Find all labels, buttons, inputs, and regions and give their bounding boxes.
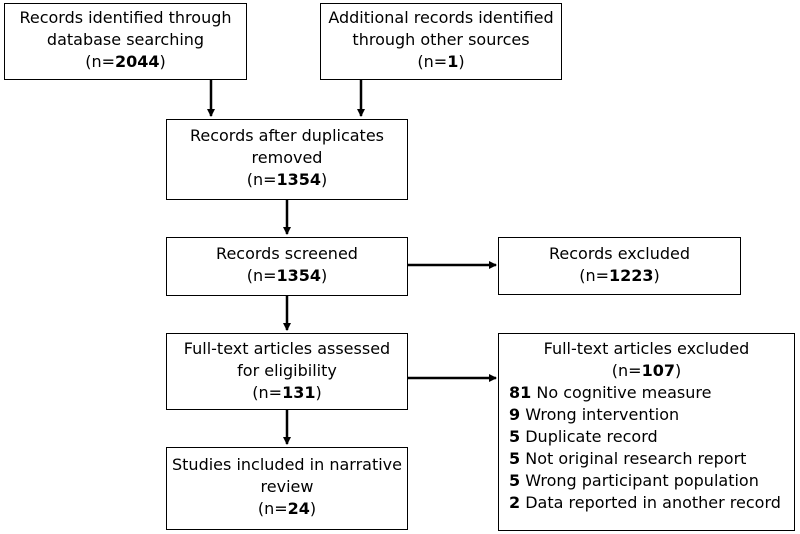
box-fulltext-excluded: Full-text articles excluded (n=107) 81 N… <box>498 333 795 531</box>
box-count: (n=24) <box>257 499 317 518</box>
box-count: (n=1223) <box>579 266 660 285</box>
list-item: 81 No cognitive measure <box>509 383 712 402</box>
box-line: Records excluded <box>549 244 690 263</box>
list-item: 2 Data reported in another record <box>509 493 781 512</box>
box-fulltext-assessed: Full-text articles assessed for eligibil… <box>166 333 408 410</box>
list-item: 5 Not original research report <box>509 449 747 468</box>
box-count: (n=131) <box>252 383 322 402</box>
box-count: (n=1354) <box>246 170 328 189</box>
box-records-identified-database: Records identified through database sear… <box>4 3 247 80</box>
box-count: (n=107) <box>611 361 682 380</box>
list-item: 5 Duplicate record <box>509 427 658 446</box>
box-count: (n=1354) <box>246 266 328 285</box>
list-item: 5 Wrong participant population <box>509 471 759 490</box>
box-line: Records after duplicates <box>189 126 385 145</box>
box-count: (n=2044) <box>85 52 166 71</box>
box-line: database searching <box>46 30 205 49</box>
box-line: removed <box>251 148 323 167</box>
box-records-screened: Records screened (n=1354) <box>166 237 408 296</box>
box-line: Full-text articles excluded <box>543 339 750 358</box>
box-line: Additional records identified <box>328 8 554 27</box>
box-line: Full-text articles assessed <box>183 339 391 358</box>
box-line: Studies included in narrative <box>172 455 402 474</box>
list-item: 9 Wrong intervention <box>509 405 680 424</box>
box-line: Records screened <box>216 244 358 263</box>
box-line: Records identified through <box>19 8 232 27</box>
box-records-excluded: Records excluded (n=1223) <box>498 237 741 295</box>
exclusion-reasons-list: 81 No cognitive measure 9 Wrong interven… <box>499 382 794 514</box>
box-count: (n=1) <box>417 52 465 71</box>
box-line: through other sources <box>352 30 530 49</box>
box-records-after-duplicates: Records after duplicates removed (n=1354… <box>166 119 408 200</box>
box-line: for eligibility <box>237 361 337 380</box>
box-additional-records-other-sources: Additional records identified through ot… <box>320 3 562 80</box>
box-studies-included: Studies included in narrative review (n=… <box>166 447 408 530</box>
box-line: review <box>260 477 314 496</box>
